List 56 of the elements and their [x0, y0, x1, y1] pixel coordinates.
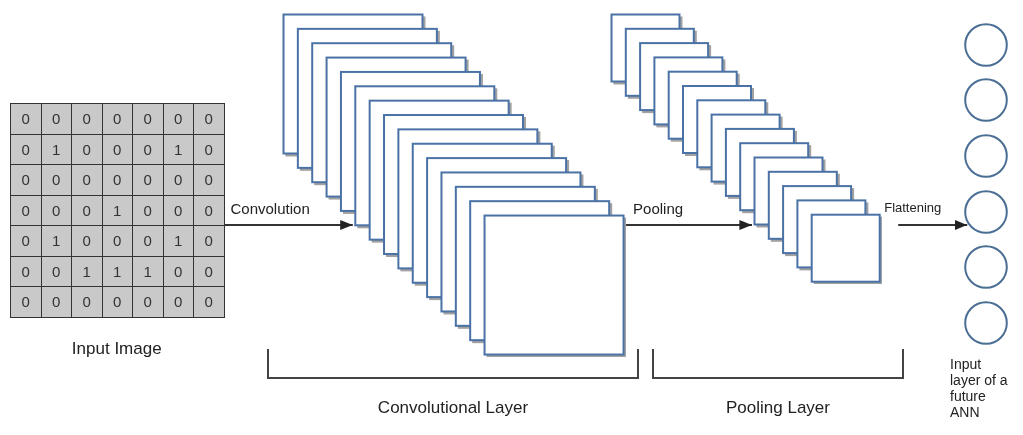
- grid-cell: 0: [132, 103, 164, 135]
- arrow: [897, 219, 969, 231]
- neuron-circle: [964, 301, 1008, 345]
- edge-label: Flattening: [884, 201, 942, 214]
- grid-cell: 0: [10, 286, 42, 318]
- grid-cell: 0: [101, 164, 133, 196]
- neuron-circle: [964, 134, 1008, 178]
- grid-cell: 0: [132, 164, 164, 196]
- grid-cell: 0: [162, 103, 194, 135]
- grid-cell: 0: [101, 286, 133, 318]
- grid-cell: 0: [40, 286, 72, 318]
- grid-cell: 0: [71, 164, 103, 196]
- grid-cell: 0: [193, 225, 225, 257]
- grid-cell: 0: [71, 286, 103, 318]
- neuron-circle: [964, 78, 1008, 122]
- grid-cell: 0: [132, 225, 164, 257]
- grid-cell: 0: [193, 103, 225, 135]
- grid-cell: 0: [101, 225, 133, 257]
- grid-cell: 0: [193, 286, 225, 318]
- grid-cell: 0: [162, 286, 194, 318]
- grid-cell: 0: [71, 133, 103, 165]
- grid-cell: 0: [10, 194, 42, 226]
- grid-cell: 0: [101, 103, 133, 135]
- grid-cell: 0: [40, 103, 72, 135]
- grid-cell: 1: [71, 255, 103, 287]
- grid-cell: 0: [71, 103, 103, 135]
- grid-cell: 0: [10, 164, 42, 196]
- neuron-circle: [964, 23, 1008, 67]
- grid-cell: 0: [132, 286, 164, 318]
- layer-label: Pooling Layer: [725, 398, 831, 418]
- arrow: [625, 219, 753, 231]
- grid-cell: 0: [193, 255, 225, 287]
- neuron-circle: [964, 245, 1008, 289]
- neuron-circle: [964, 190, 1008, 234]
- grid-cell: 0: [193, 194, 225, 226]
- grid-cell: 0: [193, 133, 225, 165]
- layer-label: Convolutional Layer: [376, 398, 530, 418]
- edge-label: Pooling: [633, 201, 684, 216]
- layer-caption: Input layer of a future ANN: [950, 356, 1009, 421]
- grid-cell: 0: [162, 164, 194, 196]
- grid-cell: 0: [10, 133, 42, 165]
- grid-cell: 0: [10, 225, 42, 257]
- edge-label: Convolution: [230, 201, 310, 216]
- grid-cell: 0: [10, 103, 42, 135]
- grid-cell: 0: [132, 133, 164, 165]
- grid-cell: 1: [40, 225, 72, 257]
- grid-cell: 0: [71, 194, 103, 226]
- feature-map-stack: [610, 13, 883, 285]
- grid-cell: 0: [40, 164, 72, 196]
- grid-cell: 0: [10, 255, 42, 287]
- grid-cell: 0: [193, 164, 225, 196]
- grid-caption: Input Image: [70, 338, 163, 359]
- grid-cell: 0: [71, 225, 103, 257]
- grid-cell: 0: [132, 194, 164, 226]
- grid-cell: 1: [162, 225, 194, 257]
- grid-cell: 1: [132, 255, 164, 287]
